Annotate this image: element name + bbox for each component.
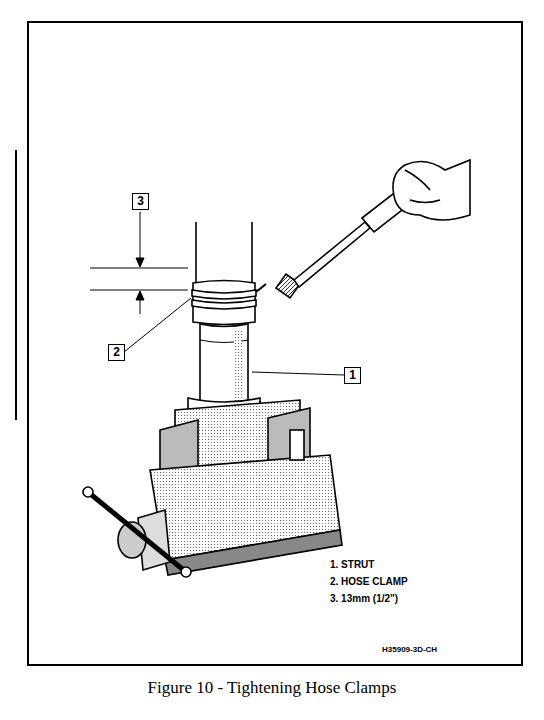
hand: [393, 160, 470, 220]
strut: [188, 222, 266, 416]
drawing-code: H35909-3D-CH: [382, 645, 437, 654]
leader-line: [140, 212, 142, 213]
vise: [83, 400, 342, 577]
callout-number: 1: [344, 367, 361, 384]
callout-number: 2: [108, 344, 125, 361]
margin-bar: [15, 150, 17, 420]
frame: [28, 22, 522, 665]
figure-caption: Figure 10 - Tightening Hose Clamps: [148, 678, 397, 698]
callout-number: 3: [132, 193, 149, 210]
leader-line: [124, 298, 344, 375]
part-key: 1. STRUT: [330, 559, 374, 570]
part-key: 3. 13mm (1/2"): [330, 593, 398, 604]
nut-driver: [276, 190, 410, 298]
dimension: [90, 212, 188, 314]
part-key: 2. HOSE CLAMP: [330, 576, 408, 587]
